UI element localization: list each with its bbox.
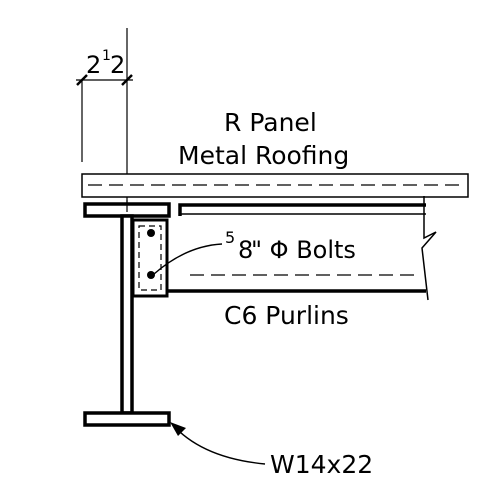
- bolt-leader: [153, 243, 223, 275]
- roofing-label-line1: R Panel: [224, 108, 317, 137]
- bolt-label: " Φ Bolts: [251, 236, 356, 264]
- bolt-fraction-num: 5: [225, 228, 235, 247]
- purlins-label: C6 Purlins: [224, 301, 349, 330]
- beam-leader: [171, 423, 266, 465]
- c6-purlin: [166, 196, 437, 301]
- beam-leader-arrowhead: [170, 422, 186, 436]
- roof-panel: [81, 173, 469, 198]
- bolt-upper: [147, 229, 155, 237]
- dimension-whole: 2: [86, 51, 101, 79]
- w14x22-beam: [83, 200, 171, 427]
- roofing-label-line2: Metal Roofing: [178, 141, 349, 170]
- dimension-denominator: 2: [110, 51, 125, 79]
- dimension-group: 2 1 2: [76, 28, 133, 212]
- clip-angle: [131, 218, 169, 298]
- bolt-lower: [147, 271, 155, 279]
- dimension-tick-right: [121, 74, 133, 86]
- bolt-fraction-den: 8: [238, 236, 253, 264]
- beam-label: W14x22: [270, 450, 373, 479]
- dimension-tick-left: [76, 74, 88, 86]
- dimension-fraction: 1: [102, 48, 111, 64]
